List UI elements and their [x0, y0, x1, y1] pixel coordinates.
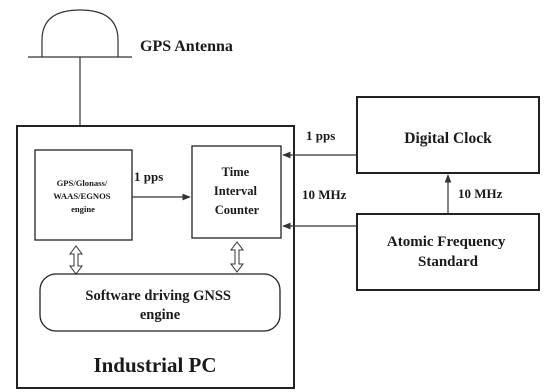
atomic-line-2: Standard: [418, 254, 479, 270]
gnss-engine-label: GPS/Glonass/ WAAS/EGNOS engine: [53, 178, 112, 214]
industrial-pc-label: Industrial PC: [93, 353, 216, 377]
software-box: [39, 273, 281, 332]
gnss-engine-line-2: WAAS/EGNOS: [53, 191, 111, 201]
time-interval-counter-label: Time Interval Counter: [214, 165, 260, 217]
time-interval-counter-box: [191, 145, 282, 239]
atomic-to-counter-signal: 10 MHz: [302, 187, 347, 202]
gnss-engine-line-1: GPS/Glonass/: [57, 178, 108, 188]
gps-antenna-icon: [28, 9, 132, 58]
counter-line-3: Counter: [215, 203, 260, 217]
gnss-engine-box: [34, 149, 133, 241]
clock-to-counter-signal: 1 pps: [306, 128, 335, 143]
atomic-line-1: Atomic Frequency: [387, 234, 506, 250]
counter-software-double-arrow: [230, 241, 244, 273]
counter-line-1: Time: [222, 165, 250, 179]
software-line-2: engine: [140, 307, 181, 323]
engine-to-counter-signal: 1 pps: [134, 169, 163, 184]
digital-clock-label: Digital Clock: [404, 130, 492, 147]
software-line-1: Software driving GNSS: [85, 288, 231, 304]
counter-line-2: Interval: [214, 184, 258, 198]
atomic-standard-label: Atomic Frequency Standard: [387, 234, 509, 270]
gps-antenna-label: GPS Antenna: [140, 38, 233, 55]
software-label: Software driving GNSS engine: [85, 288, 234, 323]
atomic-to-clock-signal: 10 MHz: [458, 186, 503, 201]
gnss-engine-line-3: engine: [71, 204, 95, 214]
digital-clock-box: [356, 96, 540, 174]
atomic-standard-box: [356, 213, 540, 291]
